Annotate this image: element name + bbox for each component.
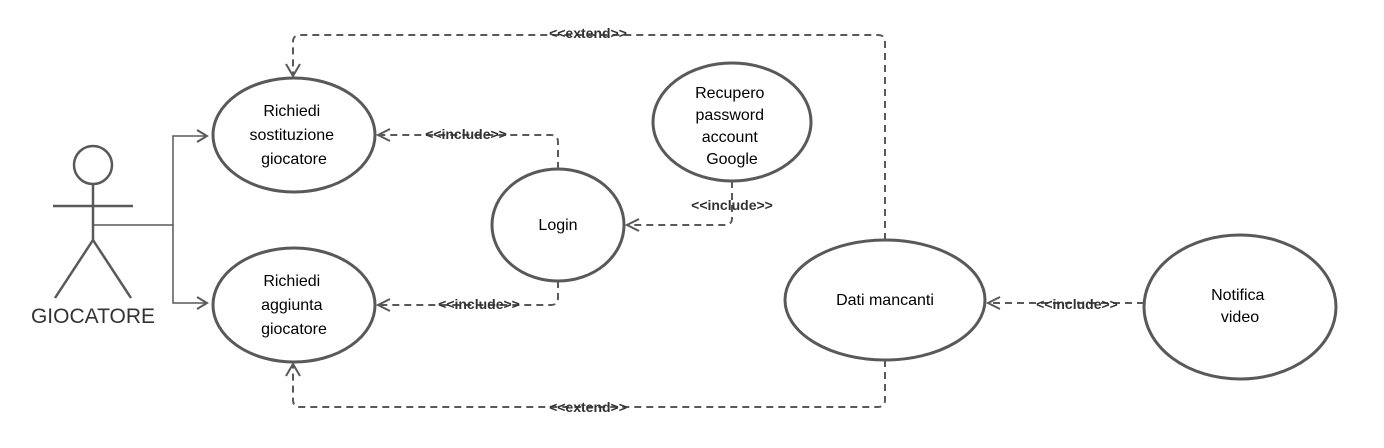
use-case-dati-mancanti[interactable]: Dati mancanti: [783, 238, 987, 362]
use-case-label: Notifica video: [1211, 287, 1269, 326]
association-arrowhead: [196, 296, 209, 310]
association-actor-sostituzione: [93, 135, 205, 226]
extend-label: <<extend>>: [549, 25, 627, 41]
relation-include-login-aggiunta: <<include>>: [375, 281, 559, 312]
relation-include-notifica-dati: <<include>>: [985, 296, 1144, 312]
use-case-label: Richiedi aggiunta giocatore: [261, 273, 327, 338]
use-case-label: Richiedi sostituzione giocatore: [250, 103, 339, 168]
use-case-recupero-password[interactable]: Recupero password account Google: [651, 61, 813, 183]
extend-label: <<extend>>: [549, 399, 627, 415]
include-label: <<include>>: [438, 296, 520, 312]
use-case-login[interactable]: Login: [490, 167, 626, 283]
use-case-richiedi-sostituzione[interactable]: Richiedi sostituzione giocatore: [211, 76, 377, 194]
actor-left-leg: [53, 239, 95, 299]
use-case-notifica-video[interactable]: Notifica video: [1142, 233, 1338, 381]
association-actor-aggiunta: [172, 225, 205, 304]
association-arrowhead: [196, 129, 209, 143]
relation-include-login-sostituzione: <<include>>: [375, 126, 559, 169]
actor-right-leg: [91, 239, 133, 299]
include-label: <<include>>: [425, 126, 507, 142]
relation-extend-bottom: <<extend>>: [285, 360, 886, 415]
include-label: <<include>>: [1036, 296, 1118, 312]
use-case-label: Dati mancanti: [836, 292, 934, 309]
use-case-richiedi-aggiunta[interactable]: Richiedi aggiunta giocatore: [211, 246, 377, 364]
use-case-label: Login: [538, 217, 577, 234]
relation-include-recupero-login: <<include>>: [624, 181, 773, 232]
actor-giocatore[interactable]: GIOCATORE: [31, 144, 155, 328]
actor-label: GIOCATORE: [31, 305, 155, 328]
use-case-label: Recupero password account Google: [695, 85, 769, 168]
include-label: <<include>>: [691, 197, 773, 213]
relation-extend-top: <<extend>>: [285, 25, 886, 240]
actor-head: [72, 144, 114, 186]
